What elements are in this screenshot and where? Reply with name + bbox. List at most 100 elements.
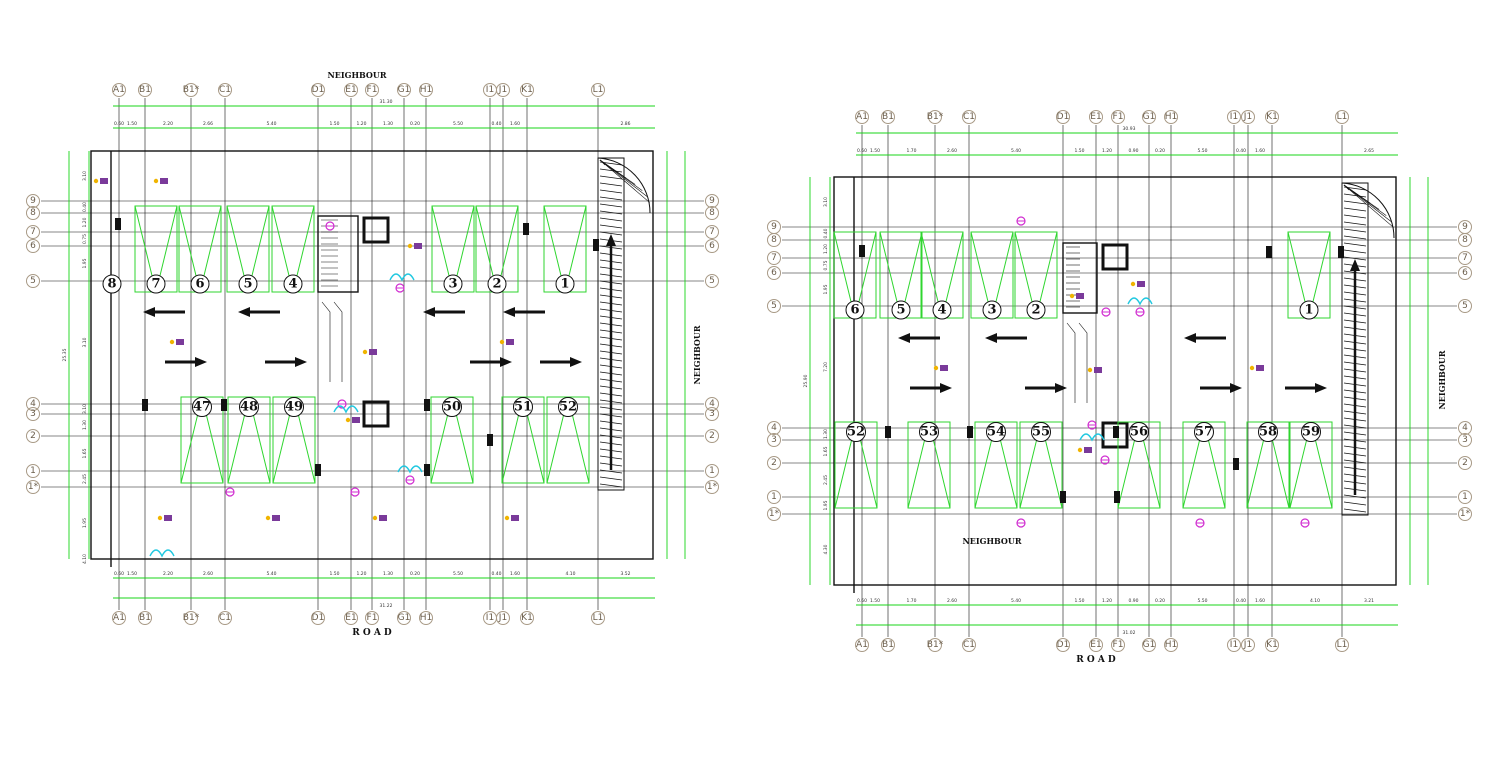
ramp-outline bbox=[597, 157, 625, 491]
slot-number-circle bbox=[190, 274, 210, 294]
row-bubble bbox=[767, 251, 781, 265]
ramp-hatch bbox=[1343, 221, 1367, 226]
structural-column bbox=[424, 464, 430, 476]
column-label: J1 bbox=[498, 613, 507, 623]
traffic-arrow-icon bbox=[1055, 383, 1067, 393]
row-bubble bbox=[1458, 251, 1472, 265]
curved-ramp-arc bbox=[597, 157, 651, 214]
slot-number: 56 bbox=[1130, 425, 1148, 440]
slot-number-circle bbox=[443, 274, 463, 294]
equipment-icon bbox=[272, 515, 280, 521]
column-bubble bbox=[1227, 638, 1241, 652]
dimension-text-top: 1.50 bbox=[329, 121, 339, 127]
traffic-arrow-icon bbox=[1184, 333, 1196, 343]
stair-core bbox=[317, 215, 359, 293]
row-bubble bbox=[705, 206, 719, 220]
light-fixture-icon bbox=[499, 339, 505, 345]
row-label: 4 bbox=[1462, 423, 1468, 433]
light-fixture-icon bbox=[153, 178, 159, 184]
column-label: F1 bbox=[1113, 112, 1124, 122]
row-label: 1 bbox=[1462, 492, 1468, 502]
equipment-icon bbox=[1256, 365, 1264, 371]
dimension-text-bottom: 0.20 bbox=[410, 571, 420, 577]
column-bubble bbox=[1089, 110, 1103, 124]
column-bubble bbox=[496, 611, 510, 625]
column-label: G1 bbox=[398, 613, 411, 623]
row-bubble bbox=[1458, 490, 1472, 504]
column-bubble bbox=[855, 638, 869, 652]
column-label: B1* bbox=[183, 85, 200, 95]
column-label: A1 bbox=[856, 640, 868, 650]
dimension-text-top: 0.40 bbox=[491, 121, 501, 127]
structural-column bbox=[967, 426, 973, 438]
dimension-text-top: 0.60 bbox=[114, 121, 124, 127]
traffic-arrow-icon bbox=[500, 357, 512, 367]
slot-number: 49 bbox=[285, 400, 303, 415]
column-bubble bbox=[1142, 638, 1156, 652]
slot-number: 3 bbox=[448, 277, 457, 292]
column-label: E1 bbox=[345, 85, 356, 95]
left-right-neighbour-label: NEIGHBOUR bbox=[692, 325, 702, 384]
column-bubble bbox=[962, 110, 976, 124]
duct-zigzag bbox=[321, 301, 331, 382]
slot-number-circle bbox=[891, 300, 911, 320]
slot-number: 53 bbox=[920, 425, 938, 440]
equipment-icon bbox=[164, 515, 172, 521]
column-bubble bbox=[1164, 638, 1178, 652]
dimension-text-bottom: 0.40 bbox=[1236, 598, 1246, 604]
structural-column bbox=[593, 239, 599, 251]
slot-number-circle bbox=[1129, 422, 1149, 442]
ramp-hatch bbox=[1343, 508, 1367, 513]
structural-column bbox=[1338, 246, 1344, 258]
structural-column bbox=[523, 223, 529, 235]
column-bubble bbox=[1111, 110, 1125, 124]
slot-number-circle bbox=[1258, 422, 1278, 442]
duct-zigzag bbox=[1066, 322, 1076, 403]
dimension-text-left: 3.10 bbox=[82, 171, 88, 181]
row-bubble bbox=[26, 407, 40, 421]
lift-shaft bbox=[362, 400, 390, 428]
slot-number-circle bbox=[513, 397, 533, 417]
dimension-text-left: 2.45 bbox=[82, 474, 88, 484]
traffic-arrow-icon bbox=[238, 307, 250, 317]
column-bubble bbox=[138, 83, 152, 97]
row-bubble bbox=[1458, 421, 1472, 435]
ramp-hatch bbox=[599, 483, 623, 488]
row-bubble bbox=[767, 421, 781, 435]
column-label: A1 bbox=[113, 613, 125, 623]
dimension-text-bottom: 1.60 bbox=[1255, 598, 1265, 604]
row-bubble bbox=[1458, 456, 1472, 470]
dimension-text-left: 0.75 bbox=[82, 234, 88, 244]
row-label: 7 bbox=[709, 227, 715, 237]
row-label: 1* bbox=[769, 509, 780, 519]
dimension-text-bottom: 1.70 bbox=[906, 598, 916, 604]
slot-number-circle bbox=[845, 300, 865, 320]
slot-number-circle bbox=[238, 274, 258, 294]
slot-number: 7 bbox=[151, 277, 160, 292]
ramp-outline bbox=[1341, 182, 1369, 516]
dimension-text-top: 1.50 bbox=[127, 121, 137, 127]
dimension-text-bottom: 5.50 bbox=[453, 571, 463, 577]
row-bubble bbox=[26, 480, 40, 494]
column-bubble bbox=[881, 110, 895, 124]
row-label: 8 bbox=[709, 208, 715, 218]
light-fixture-icon bbox=[1130, 281, 1136, 287]
column-label: D1 bbox=[1057, 112, 1070, 122]
column-bubble bbox=[419, 83, 433, 97]
dimension-text-bottom: 0.60 bbox=[114, 571, 124, 577]
column-bubble bbox=[365, 83, 379, 97]
dimension-text-left: 1.20 bbox=[823, 244, 829, 254]
column-bubble bbox=[1111, 638, 1125, 652]
traffic-arrow-icon bbox=[1230, 383, 1242, 393]
ramp-hatch bbox=[1343, 214, 1367, 219]
right-floor-plan: NEIGHBOUR R O A D NEIGHBOUR A1A1B1B1B1*B… bbox=[767, 110, 1472, 665]
dimension-text-left: 7.20 bbox=[823, 362, 829, 372]
dimension-text-bottom: 5.50 bbox=[1197, 598, 1207, 604]
dimension-text-bottom: 3.52 bbox=[620, 571, 630, 577]
dimension-text-left: 1.95 bbox=[823, 284, 829, 294]
equipment-icon bbox=[100, 178, 108, 184]
dimension-text-top: 0.40 bbox=[1236, 148, 1246, 154]
row-label: 5 bbox=[1462, 301, 1468, 311]
slot-number-circle bbox=[487, 274, 507, 294]
